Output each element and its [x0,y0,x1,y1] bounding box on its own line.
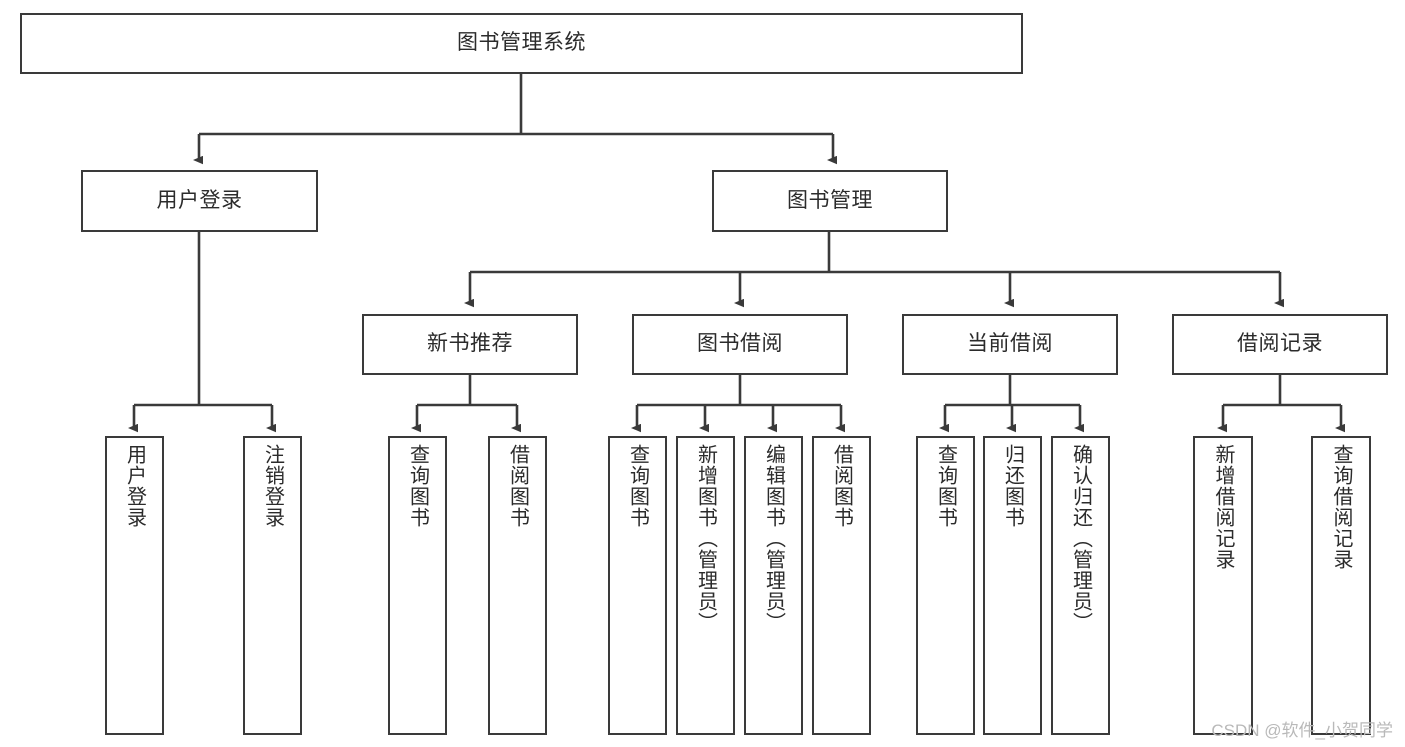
node-current-borrow[interactable]: 当前借阅 [902,314,1118,375]
node-label: 借阅记录 [1237,332,1323,356]
node-leaf-query-book-newbook[interactable]: 查询图书 [388,436,447,735]
node-label: 用户登录 [156,188,243,212]
node-leaf-add-book-admin[interactable]: 新增图书（管理员） [676,436,735,735]
node-label: 注销登录 [261,444,284,528]
node-leaf-confirm-return-admin[interactable]: 确认归还（管理员） [1051,436,1110,735]
node-label: 图书管理系统 [457,31,586,55]
node-label: 图书借阅 [697,332,783,356]
node-borrow-record[interactable]: 借阅记录 [1172,314,1388,375]
node-leaf-query-borrow-record[interactable]: 查询借阅记录 [1311,436,1371,735]
node-leaf-user-login[interactable]: 用户登录 [105,436,164,735]
node-book-management[interactable]: 图书管理 [712,170,948,232]
node-label: 查询图书 [626,444,649,528]
node-label: 新增图书（管理员） [694,444,717,633]
node-label: 查询借阅记录 [1330,444,1352,570]
node-label: 借阅图书 [506,444,529,528]
node-leaf-edit-book-admin[interactable]: 编辑图书（管理员） [744,436,803,735]
node-label: 查询图书 [934,444,957,528]
node-label: 用户登录 [123,444,146,528]
node-label: 新书推荐 [427,332,513,356]
node-label: 图书管理 [787,188,873,212]
node-book-borrow[interactable]: 图书借阅 [632,314,848,375]
node-user-login[interactable]: 用户登录 [81,170,318,232]
node-label: 确认归还（管理员） [1069,444,1092,633]
node-leaf-query-book-borrow[interactable]: 查询图书 [608,436,667,735]
node-label: 归还图书 [1001,444,1024,528]
node-label: 编辑图书（管理员） [762,444,785,633]
node-root-book-management-system[interactable]: 图书管理系统 [20,13,1023,74]
node-leaf-borrow-book[interactable]: 借阅图书 [812,436,871,735]
node-leaf-logout[interactable]: 注销登录 [243,436,302,735]
node-leaf-return-book[interactable]: 归还图书 [983,436,1042,735]
node-leaf-add-borrow-record[interactable]: 新增借阅记录 [1193,436,1253,735]
node-label: 新增借阅记录 [1212,444,1234,570]
node-new-book-recommend[interactable]: 新书推荐 [362,314,578,375]
node-label: 当前借阅 [967,332,1053,356]
node-label: 查询图书 [406,444,429,528]
node-leaf-query-book-current[interactable]: 查询图书 [916,436,975,735]
node-label: 借阅图书 [830,444,853,528]
node-leaf-borrow-book-newbook[interactable]: 借阅图书 [488,436,547,735]
